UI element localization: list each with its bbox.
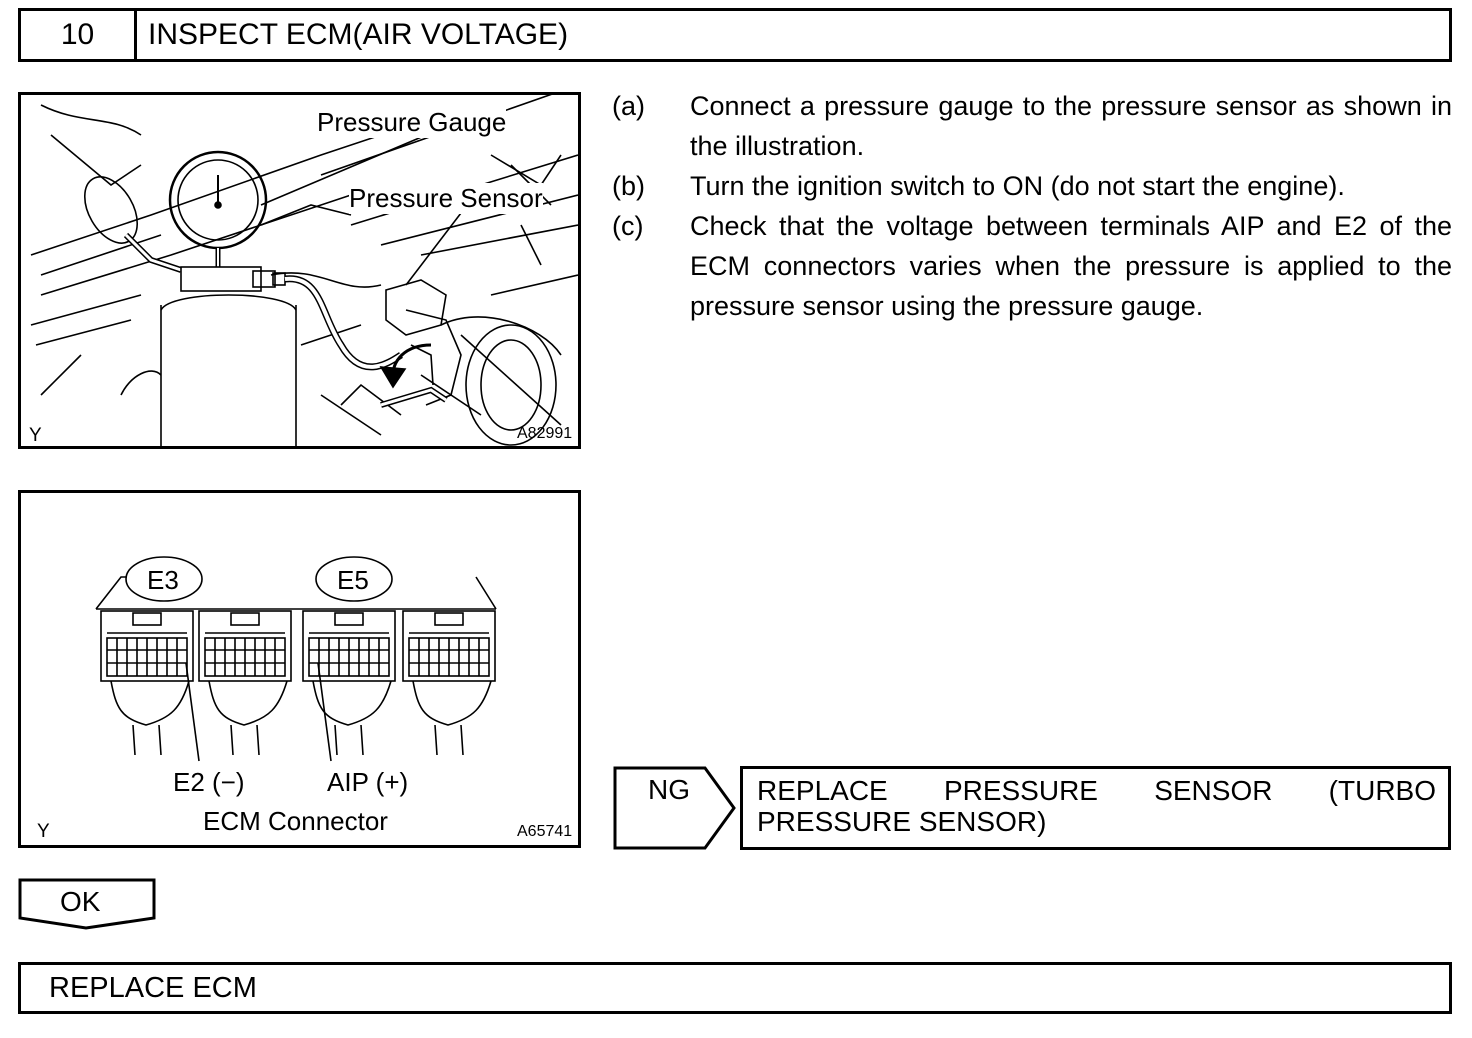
step-text: Turn the ignition switch to ON (do not s… bbox=[690, 171, 1345, 201]
step-header: 10 INSPECT ECM(AIR VOLTAGE) bbox=[18, 8, 1452, 62]
figure-code: A82991 bbox=[517, 425, 573, 442]
procedure-steps: (a) Connect a pressure gauge to the pres… bbox=[612, 86, 1452, 326]
terminal-e2-label: E2 (−) bbox=[173, 767, 245, 798]
figure-corner-mark: Y bbox=[37, 821, 50, 842]
step-b: (b) Turn the ignition switch to ON (do n… bbox=[612, 166, 1452, 206]
terminal-aip-label: AIP (+) bbox=[327, 767, 409, 798]
engine-bay-drawing bbox=[30, 95, 578, 446]
ok-label: OK bbox=[60, 886, 101, 917]
step-key: (a) bbox=[612, 91, 645, 121]
final-action-box: REPLACE ECM bbox=[18, 962, 1452, 1014]
step-text: Connect a pressure gauge to the pressure… bbox=[690, 91, 1452, 161]
ecm-connector-caption: ECM Connector bbox=[203, 806, 388, 837]
step-a: (a) Connect a pressure gauge to the pres… bbox=[612, 86, 1452, 166]
step-key: (c) bbox=[612, 211, 644, 241]
connector-e5-tag: E5 bbox=[337, 565, 369, 596]
ng-action-box: REPLACE PRESSURE SENSOR (TURBO PRESSURE … bbox=[740, 766, 1451, 850]
step-key: (b) bbox=[612, 171, 645, 201]
ecm-connector-illustration: E3 E5 E2 (−) AIP (+) ECM Connector Y A65… bbox=[18, 490, 581, 848]
pressure-gauge-illustration: Pressure Gauge Pressure Sensor Y A82991 bbox=[18, 92, 581, 449]
ng-action-text: REPLACE PRESSURE SENSOR (TURBO PRESSURE … bbox=[757, 775, 1436, 837]
final-action-text: REPLACE ECM bbox=[49, 972, 257, 1004]
step-c: (c) Check that the voltage between termi… bbox=[612, 206, 1452, 326]
pressure-sensor-label: Pressure Sensor bbox=[349, 183, 543, 214]
ecm-connector-drawing bbox=[95, 556, 497, 762]
step-text: Check that the voltage between terminals… bbox=[690, 211, 1452, 321]
connector-e3-tag: E3 bbox=[147, 565, 179, 596]
ok-arrow-shape bbox=[18, 878, 156, 930]
pressure-gauge-label: Pressure Gauge bbox=[317, 107, 507, 138]
figure-code: A65741 bbox=[517, 823, 573, 840]
ng-label: NG bbox=[648, 774, 690, 805]
figure-corner-mark: Y bbox=[29, 425, 42, 446]
ng-arrow-shape bbox=[613, 766, 736, 850]
step-number: 10 bbox=[21, 11, 137, 59]
step-title: INSPECT ECM(AIR VOLTAGE) bbox=[148, 18, 569, 51]
